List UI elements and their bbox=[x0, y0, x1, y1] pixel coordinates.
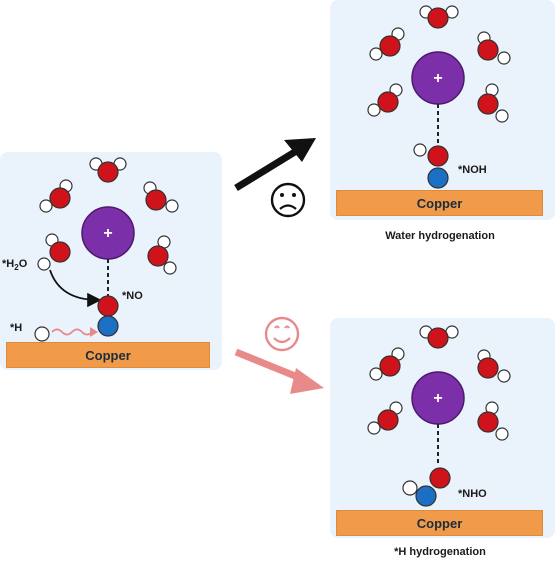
water-hydrogenation-caption: Water hydrogenation bbox=[385, 230, 495, 242]
nho-intermediate-label: *NHO bbox=[458, 488, 487, 500]
unfavorable-arrow bbox=[234, 147, 300, 191]
copper-label: Copper bbox=[416, 195, 463, 211]
unfavorable-arrowhead bbox=[284, 138, 316, 162]
no-adsorbate-label: *NO bbox=[122, 290, 143, 302]
water-label: *H2O bbox=[2, 258, 28, 273]
copper-surface: Copper bbox=[6, 342, 210, 368]
h-hydrogenation-panel bbox=[330, 318, 555, 538]
noh-intermediate-label: *NOH bbox=[458, 164, 487, 176]
water-hydrogenation-panel bbox=[330, 0, 555, 220]
favorable-arrow bbox=[234, 348, 307, 384]
hydrogen-adsorbate-label: *H bbox=[10, 322, 23, 334]
favorable-arrowhead bbox=[290, 368, 324, 394]
h-hydrogenation-caption: *H hydrogenation bbox=[394, 546, 486, 558]
copper-label: Copper bbox=[85, 347, 131, 363]
copper-label: Copper bbox=[416, 515, 463, 531]
initial-state-panel bbox=[0, 152, 222, 370]
copper-surface: Copper bbox=[336, 190, 543, 216]
happy-face-icon bbox=[264, 316, 300, 352]
sad-face-icon bbox=[270, 182, 306, 218]
copper-surface: Copper bbox=[336, 510, 543, 536]
